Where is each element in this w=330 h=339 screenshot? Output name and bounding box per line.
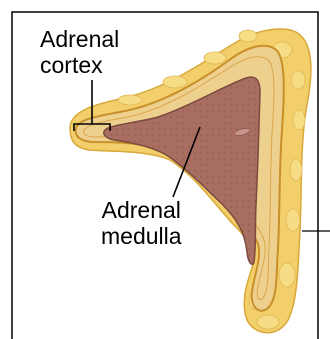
adrenal-medulla-label: Adrenal medulla (101, 197, 182, 249)
medulla-label-line1: Adrenal (101, 197, 182, 223)
medulla-label-line2: medulla (101, 223, 182, 249)
cortex-label-line1: Adrenal (40, 26, 119, 52)
cortex-label-line2: cortex (40, 52, 119, 78)
adrenal-cortex-label: Adrenal cortex (40, 26, 119, 78)
